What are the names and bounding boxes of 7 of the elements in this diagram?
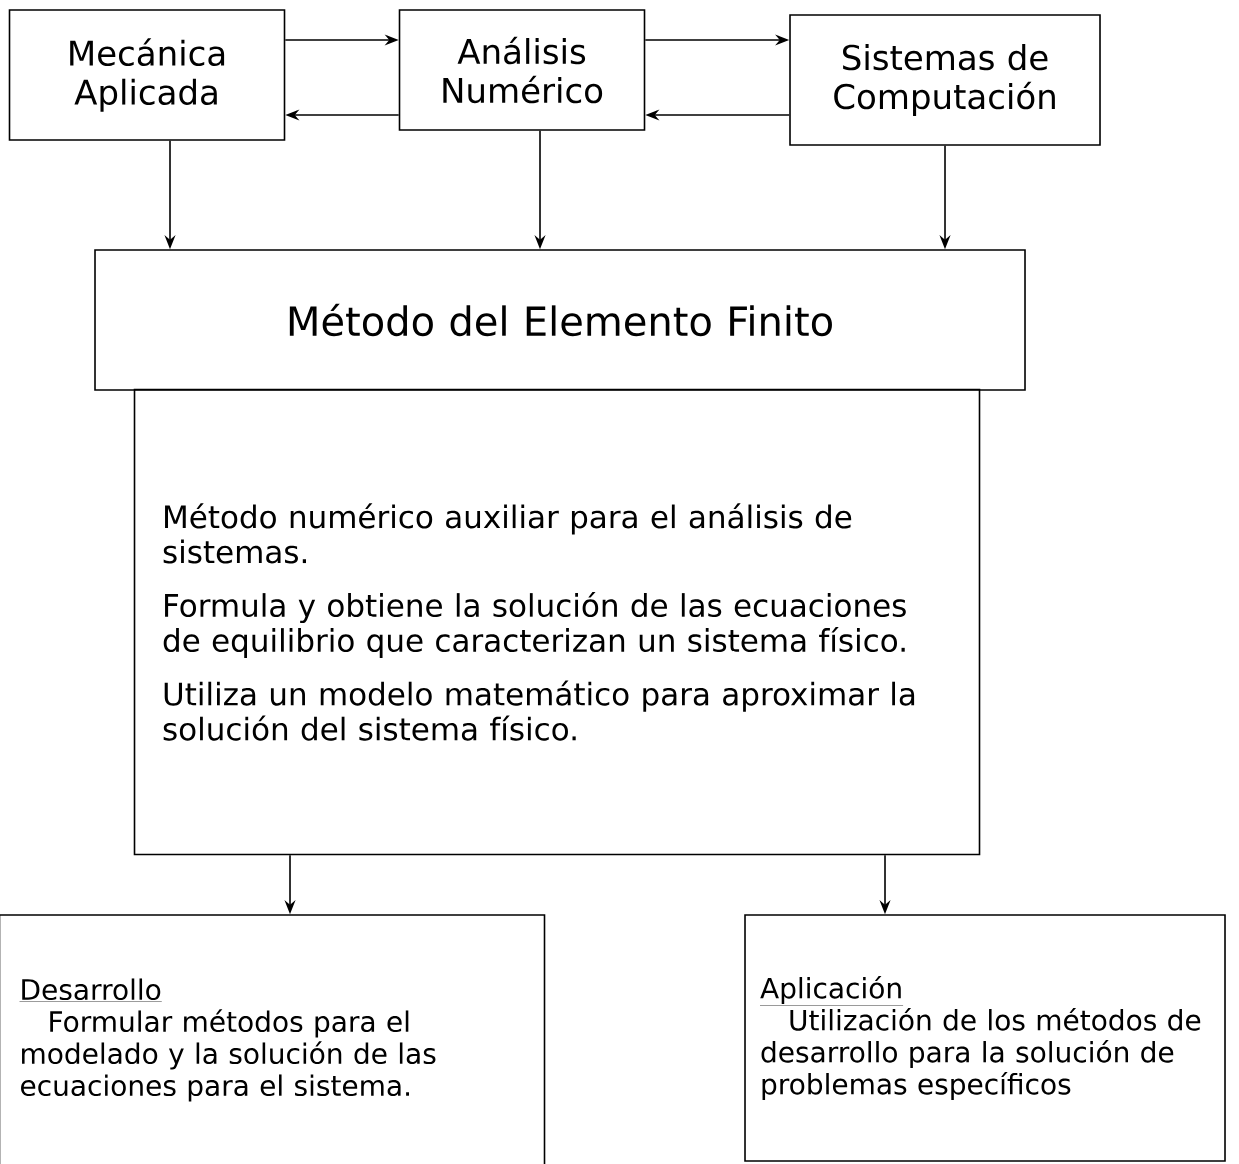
subject-box: Análisis Numérico — [398, 9, 646, 131]
title-box: Método del Elemento Finito — [94, 249, 1026, 391]
subject-box: Mecánica Aplicada — [8, 9, 286, 141]
description-box: Método numérico auxiliar para el análisis de sistemas. Formula y obtiene la solución de las ecuaciones de equilibrio que caracterizan un sistema físico. Utiliza un modelo matemático para aproximar la solución del sistema físico. — [133, 388, 981, 856]
subject-box: Sistemas de Computación — [789, 14, 1101, 146]
branch-box: Aplicación Utilización de los métodos de desarrollo para la solución de problemas específicos — [744, 914, 1226, 1162]
branch-box: Desarrollo Formular métodos para el modelado y la solución de las ecuaciones para el sistema. — [0, 914, 546, 1164]
